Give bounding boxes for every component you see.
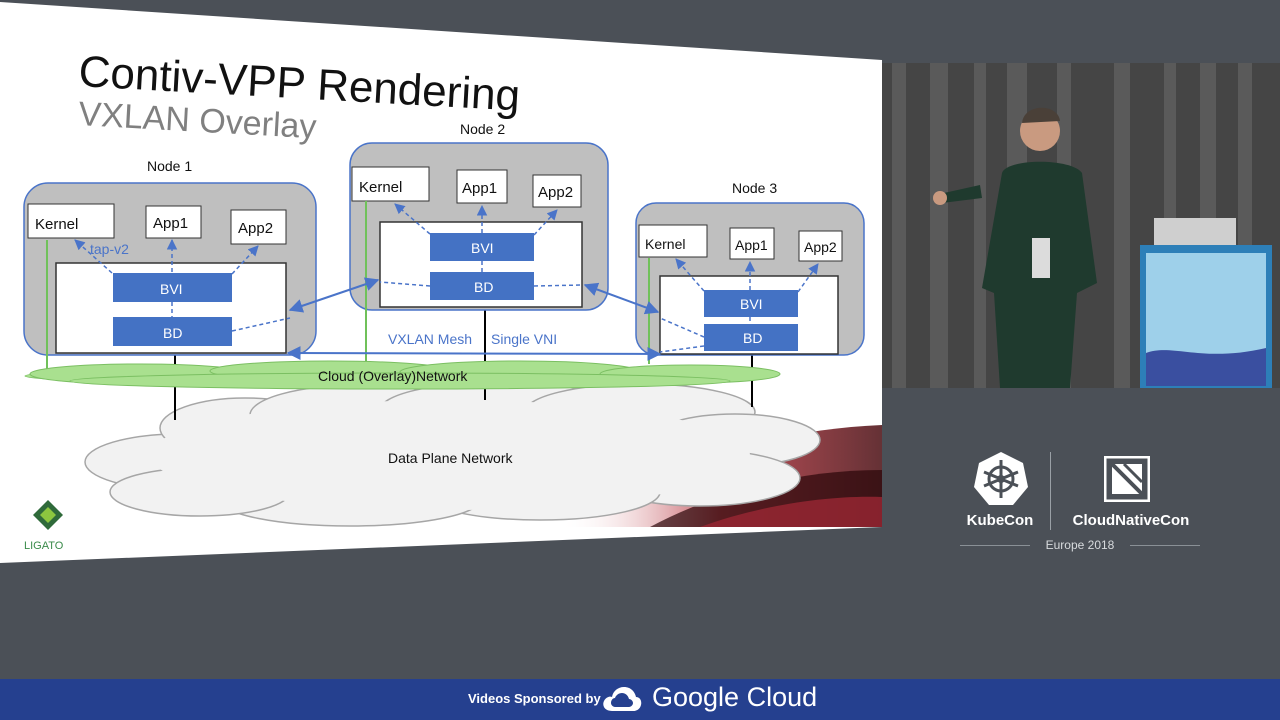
kubecon-label: KubeCon — [966, 512, 1034, 529]
vxlan-mesh-label: VXLAN Mesh — [388, 331, 472, 347]
speaker-video — [882, 63, 1280, 388]
svg-text:App2: App2 — [538, 184, 573, 201]
node-3-bvi — [704, 290, 798, 317]
sponsor-text: Videos Sponsored by — [468, 691, 601, 706]
svg-text:App1: App1 — [735, 237, 768, 253]
cloudnativecon-label: CloudNativeCon — [1072, 512, 1190, 529]
google-cloud-icon — [603, 687, 642, 711]
svg-text:App2: App2 — [804, 239, 837, 255]
node-3-label: Node 3 — [732, 180, 777, 196]
cncf-icon — [1104, 456, 1150, 502]
overlay-network-label: Cloud (Overlay)Network — [318, 368, 468, 384]
google-cloud-wordmark: Google Cloud — [652, 682, 818, 712]
node-3-kernel — [638, 224, 708, 258]
node-1-bd — [113, 317, 232, 346]
conference-branding: KubeCon CloudNativeCon Europe 2018 — [950, 450, 1210, 560]
data-plane-cloud — [84, 381, 821, 527]
node-2-kernel — [351, 166, 430, 202]
event-row: Europe 2018 — [960, 538, 1200, 554]
event-label: Europe 2018 — [1045, 538, 1115, 552]
ligato-logo-text: LIGATO — [24, 540, 64, 552]
kubernetes-helm-icon — [974, 452, 1028, 505]
node-1: Node 1 Kernel App1 App2 tap-v2 BVI BD — [23, 158, 317, 372]
svg-text:BD: BD — [474, 279, 493, 295]
node-2: Node 2 Kernel App1 App2 BVI BD — [349, 121, 609, 372]
svg-text:BD: BD — [743, 330, 762, 346]
node-1-kernel — [27, 203, 115, 239]
node-1-tap-label: tap-v2 — [90, 241, 129, 257]
svg-text:App1: App1 — [462, 180, 497, 197]
node-1-app2 — [230, 209, 287, 245]
node-3: Node 3 Kernel App1 App2 BVI BD — [635, 180, 865, 364]
svg-text:Kernel: Kernel — [645, 236, 685, 252]
node-1-app1 — [145, 205, 202, 239]
node-2-app2 — [532, 174, 582, 208]
node-3-app1 — [729, 227, 775, 260]
svg-text:BVI: BVI — [160, 281, 183, 297]
single-vni-label: Single VNI — [491, 331, 557, 347]
node-3-bd — [704, 324, 798, 351]
sponsor-footer: Videos Sponsored by Google Cloud — [0, 679, 1280, 720]
branding-divider — [1050, 452, 1051, 530]
svg-text:App2: App2 — [238, 220, 273, 237]
node-2-label: Node 2 — [460, 121, 505, 137]
svg-text:BD: BD — [163, 325, 182, 341]
svg-text:BVI: BVI — [471, 240, 494, 256]
node-2-bvi — [430, 233, 534, 261]
svg-text:App1: App1 — [153, 215, 188, 232]
node-2-app1 — [456, 169, 508, 204]
ligato-logo: LIGATO — [24, 500, 64, 552]
speaker-scene — [882, 63, 1280, 388]
node-2-bd — [430, 272, 534, 300]
vxlan-mesh-links — [286, 277, 662, 361]
svg-text:BVI: BVI — [740, 296, 763, 312]
svg-text:Kernel: Kernel — [35, 216, 78, 233]
svg-text:Kernel: Kernel — [359, 179, 402, 196]
overlay-network-cloud — [24, 360, 781, 390]
data-plane-network-label: Data Plane Network — [388, 450, 514, 466]
node-1-bvi — [113, 273, 232, 302]
node-1-label: Node 1 — [147, 158, 192, 174]
node-3-app2 — [798, 230, 843, 262]
